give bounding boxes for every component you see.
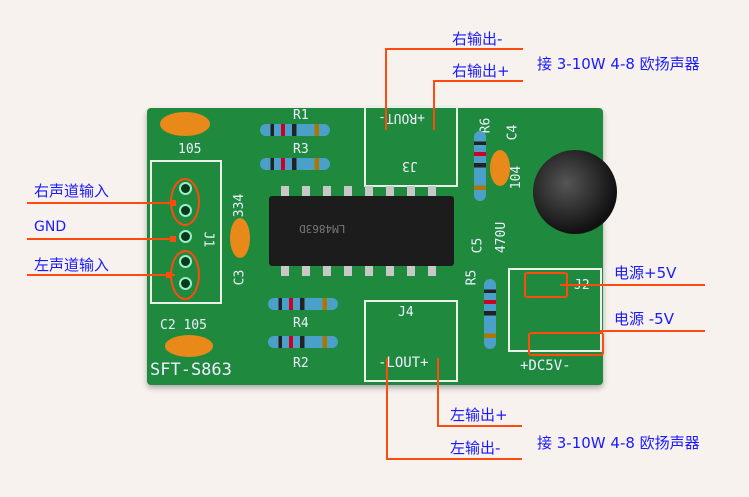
chip-pin	[386, 186, 394, 196]
leader-line	[386, 458, 522, 460]
chip-pin	[323, 266, 331, 276]
chip-pin	[365, 266, 373, 276]
silk-j1: J1	[200, 231, 216, 248]
solder-hole	[179, 230, 192, 243]
resistor-r4	[268, 298, 338, 310]
silk-r2: R2	[293, 356, 309, 371]
silk-c2: C2 105	[160, 318, 207, 333]
silk-dc5v: +DC5V-	[520, 358, 571, 374]
silk-334: 334	[232, 193, 248, 218]
chip-pin	[407, 186, 415, 196]
label-left-out-plus: 左输出+	[450, 406, 508, 424]
leader-line	[385, 48, 523, 50]
chip-pin	[302, 186, 310, 196]
leader-line	[433, 80, 523, 82]
silk-lout: -LOUT+	[378, 355, 429, 371]
resistor-r1	[260, 124, 330, 136]
label-left-out-minus: 左输出-	[450, 439, 501, 457]
capacitor-c2	[165, 335, 213, 357]
chip-marking: LM4863D	[299, 222, 346, 235]
leader-line	[560, 284, 705, 286]
silk-r4: R4	[293, 316, 309, 331]
leader-line	[170, 200, 176, 206]
leader-line	[433, 80, 435, 130]
silk-j4: J4	[398, 305, 414, 320]
label-right-input: 右声道输入	[34, 182, 110, 200]
resistor-r6	[474, 131, 486, 201]
label-left-input: 左声道输入	[34, 256, 110, 274]
chip-pin	[428, 186, 436, 196]
chip-pin	[281, 186, 289, 196]
power-minus-marker	[528, 332, 604, 356]
label-left-speaker: 接 3-10W 4-8 欧扬声器	[537, 434, 700, 452]
amplifier-chip: LM4863D	[269, 186, 454, 276]
chip-pin	[407, 266, 415, 276]
leader-line	[170, 236, 176, 242]
electrolytic-capacitor-c5	[533, 150, 617, 234]
leader-line	[27, 202, 175, 204]
capacitor-c4	[490, 150, 510, 186]
chip-pin	[344, 266, 352, 276]
silk-c1: 105	[178, 142, 202, 157]
silk-r1: R1	[293, 108, 309, 123]
leader-line	[27, 274, 175, 276]
silk-r3: R3	[293, 142, 309, 157]
chip-pin	[428, 266, 436, 276]
silk-104: 104	[509, 165, 525, 190]
leader-line	[437, 358, 439, 426]
leader-line	[437, 425, 522, 427]
silk-c5-value: 470U	[494, 221, 510, 254]
resistor-r5	[484, 279, 496, 349]
silk-c3: C3	[232, 269, 248, 286]
connector-j1	[150, 160, 222, 304]
label-right-out-minus: 右输出-	[452, 30, 503, 48]
label-right-out-plus: 右输出+	[452, 62, 510, 80]
chip-pin	[323, 186, 331, 196]
resistor-r3	[260, 158, 330, 170]
capacitor-c1	[160, 112, 210, 136]
chip-pin	[365, 186, 373, 196]
leader-line	[27, 238, 175, 240]
label-right-speaker: 接 3-10W 4-8 欧扬声器	[537, 55, 700, 73]
leader-line	[600, 330, 705, 332]
leader-line	[385, 48, 387, 130]
silk-model: SFT-S863	[150, 360, 232, 380]
silk-j3: J3	[402, 158, 418, 173]
leader-line	[386, 358, 388, 460]
label-gnd: GND	[34, 219, 67, 235]
chip-pin	[386, 266, 394, 276]
label-power-plus: 电源+5V	[614, 264, 677, 282]
resistor-r2	[268, 336, 338, 348]
leader-line	[166, 272, 172, 278]
silk-r5: R5	[464, 269, 480, 286]
chip-pin	[302, 266, 310, 276]
chip-pin	[344, 186, 352, 196]
connector-j4	[364, 300, 458, 382]
capacitor-c3	[230, 218, 250, 258]
silk-c4: C4	[505, 124, 521, 141]
chip-pin	[281, 266, 289, 276]
connector-j2	[508, 268, 602, 352]
label-power-minus: 电源 -5V	[614, 310, 674, 328]
silk-c5: C5	[470, 237, 486, 254]
